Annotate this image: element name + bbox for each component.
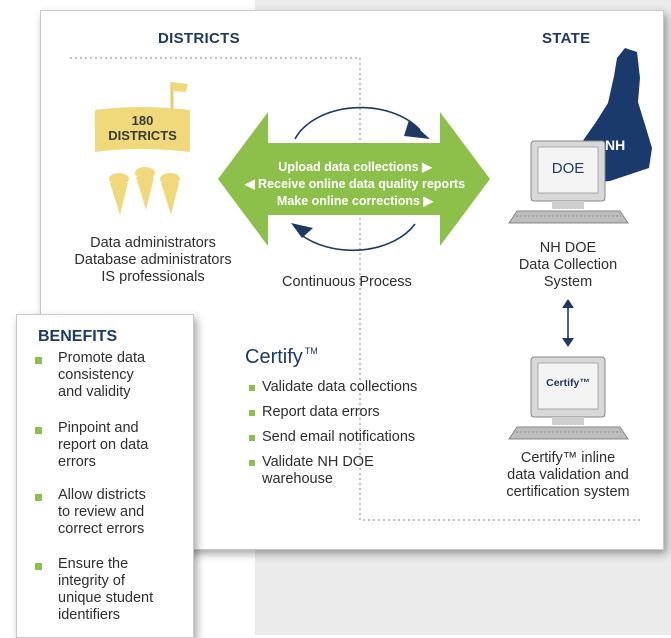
cycle-arrowhead-icon	[404, 120, 430, 139]
certify-system-label: Certify™ inline data validation and cert…	[506, 450, 630, 500]
doe-screen-label: DOE	[551, 160, 585, 177]
cycle-arrowhead-icon	[291, 223, 313, 238]
district-count: 180 DISTRICTS	[108, 113, 177, 143]
benefit-item: Ensure the integrity of unique student i…	[58, 556, 154, 623]
doe-system-label: NH DOE Data Collection System	[518, 240, 618, 290]
benefit-item: Allow districts to review and correct er…	[58, 487, 146, 537]
bullet-icon	[249, 385, 255, 391]
arrow-labels: Upload data collections ▶ ◀ Receive onli…	[244, 160, 466, 208]
sync-arrow-icon	[562, 299, 574, 347]
cycle-arrows-icon	[294, 106, 421, 252]
certify-computer-icon	[508, 356, 629, 440]
certify-item-continued: warehouse	[262, 471, 333, 487]
data-exchange-arrow	[218, 112, 490, 246]
districts-heading: DISTRICTS	[158, 30, 240, 47]
bullet-icon	[249, 435, 255, 441]
district-flag-icon	[95, 82, 190, 152]
doe-computer-icon	[508, 140, 629, 224]
cycle-label: Continuous Process	[282, 274, 412, 290]
bullet-icon	[35, 427, 42, 434]
district-roles: Data administrators Database administrat…	[74, 235, 232, 285]
bullet-icon	[35, 357, 42, 364]
certify-item: Validate data collections	[262, 379, 418, 395]
benefits-panel	[16, 314, 194, 638]
bullet-icon	[35, 563, 42, 570]
certify-item: Validate NH DOE	[262, 454, 374, 470]
nh-label: NH	[605, 137, 626, 153]
people-icon	[109, 167, 180, 215]
bullet-icon	[249, 460, 255, 466]
state-heading: STATE	[542, 30, 591, 47]
benefits-title: BENEFITS	[38, 328, 118, 345]
certify-item: Report data errors	[262, 404, 380, 420]
dotted-connector	[70, 57, 640, 521]
benefit-item: Pinpoint and report on data errors	[58, 420, 149, 470]
bullet-icon	[35, 494, 42, 501]
benefit-item: Promote data consistency and validity	[58, 350, 146, 400]
certify-item: Send email notifications	[262, 429, 416, 445]
certify-screen-label: Certify™	[546, 377, 590, 389]
bullet-icon	[249, 410, 255, 416]
